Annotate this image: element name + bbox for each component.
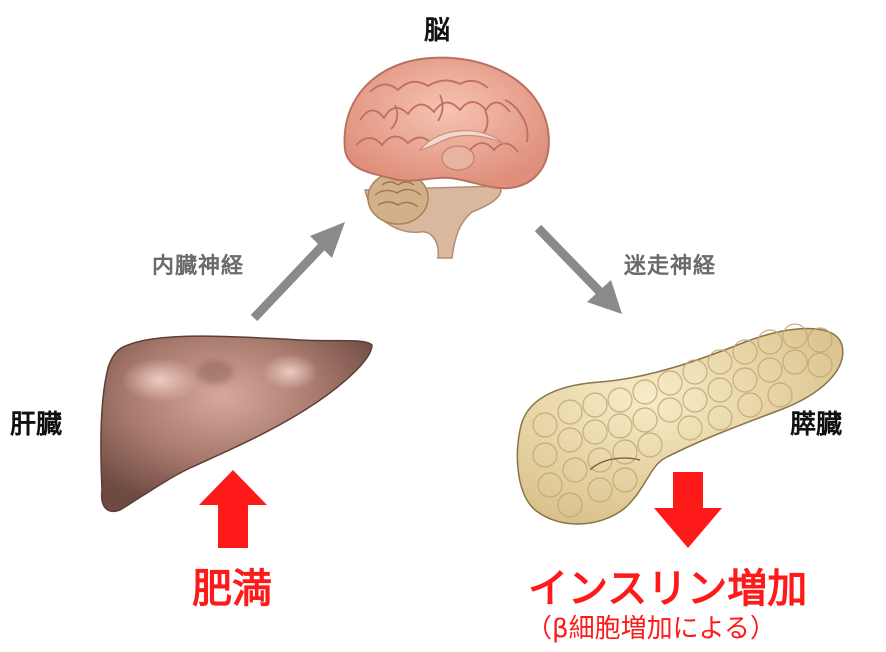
brain-label: 脳	[424, 16, 451, 46]
liver-label: 肝臓	[10, 410, 63, 440]
pancreas-illustration	[516, 323, 844, 525]
red-up-arrow	[199, 470, 267, 548]
insulin-note-label: （β細胞増加による）	[526, 614, 776, 644]
insulin-increase-label: インスリン増加	[528, 566, 808, 612]
arrow-liver-to-brain	[250, 222, 345, 322]
brain-illustration	[343, 56, 550, 259]
visceral-nerve-label: 内臓神経	[152, 254, 245, 279]
pancreas-label: 膵臓	[790, 410, 843, 440]
vagus-nerve-label: 迷走神経	[624, 254, 717, 279]
pancreas-lobules	[532, 323, 833, 518]
obesity-label: 肥満	[192, 566, 272, 612]
liver-illustration	[100, 335, 373, 512]
arrow-brain-to-pancreas	[534, 224, 622, 314]
red-down-arrow	[654, 472, 722, 548]
